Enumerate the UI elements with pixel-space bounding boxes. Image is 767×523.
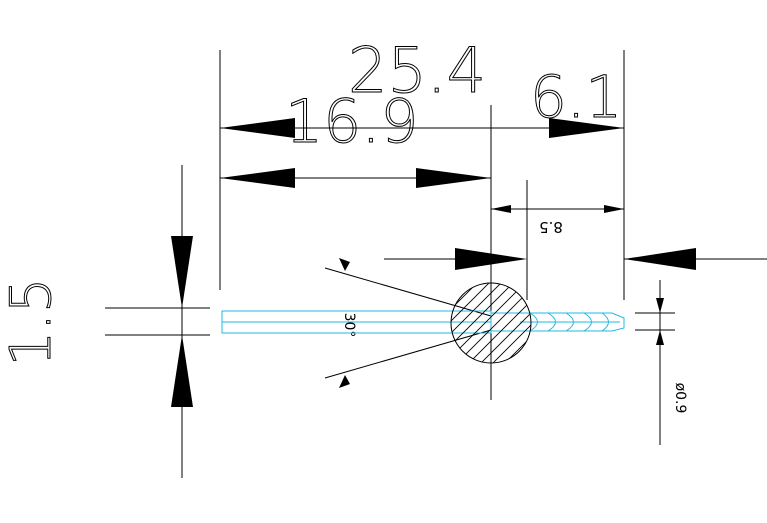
dim-shank-arrow-right	[416, 168, 491, 188]
section-circle	[450, 282, 532, 364]
dim-overall: 25.4	[220, 34, 624, 138]
dim-shank-height: 1.5	[0, 165, 193, 478]
dim-angle: 30°	[324, 258, 492, 388]
dim-shank-label: 16.9	[285, 87, 419, 157]
dim-inner-arrow-right	[604, 205, 624, 213]
dim-overall-label: 25.4	[348, 34, 486, 107]
angle-arrow-top	[339, 258, 350, 271]
dim-flute: 6.1	[384, 63, 767, 270]
dim-diameter-label: ø0.9	[672, 383, 688, 414]
drill-flute-outline	[491, 312, 625, 332]
dim-diameter-arrow-bottom	[656, 330, 664, 345]
dim-inner-label: 8.5	[539, 218, 563, 236]
dim-flute-label: 6.1	[530, 63, 622, 131]
dim-flute-arrow-right	[624, 248, 696, 270]
dim-shank: 16.9	[220, 87, 491, 188]
dim-height-label: 1.5	[0, 277, 64, 366]
dim-overall-arrow-right	[549, 118, 624, 138]
extension-lines	[105, 50, 675, 400]
drill-bit	[221, 310, 625, 334]
angle-ray-bottom	[324, 329, 492, 379]
angle-ray-top	[324, 267, 492, 317]
angle-label: 30°	[341, 313, 357, 338]
dim-height-arrow-top	[171, 236, 193, 308]
dim-height-arrow-bottom	[171, 335, 193, 407]
dim-inner: 8.5	[491, 205, 624, 236]
dim-flute-arrow-left	[455, 248, 527, 270]
dim-diameter: ø0.9	[656, 280, 688, 445]
angle-arrow-bottom	[339, 375, 350, 388]
dim-diameter-arrow-top	[656, 298, 664, 313]
dim-inner-arrow-left	[491, 205, 511, 213]
section-hatching	[451, 283, 531, 363]
dim-overall-arrow-left	[220, 118, 295, 138]
hatched-circle	[450, 282, 532, 364]
dim-shank-arrow-left	[220, 168, 295, 188]
